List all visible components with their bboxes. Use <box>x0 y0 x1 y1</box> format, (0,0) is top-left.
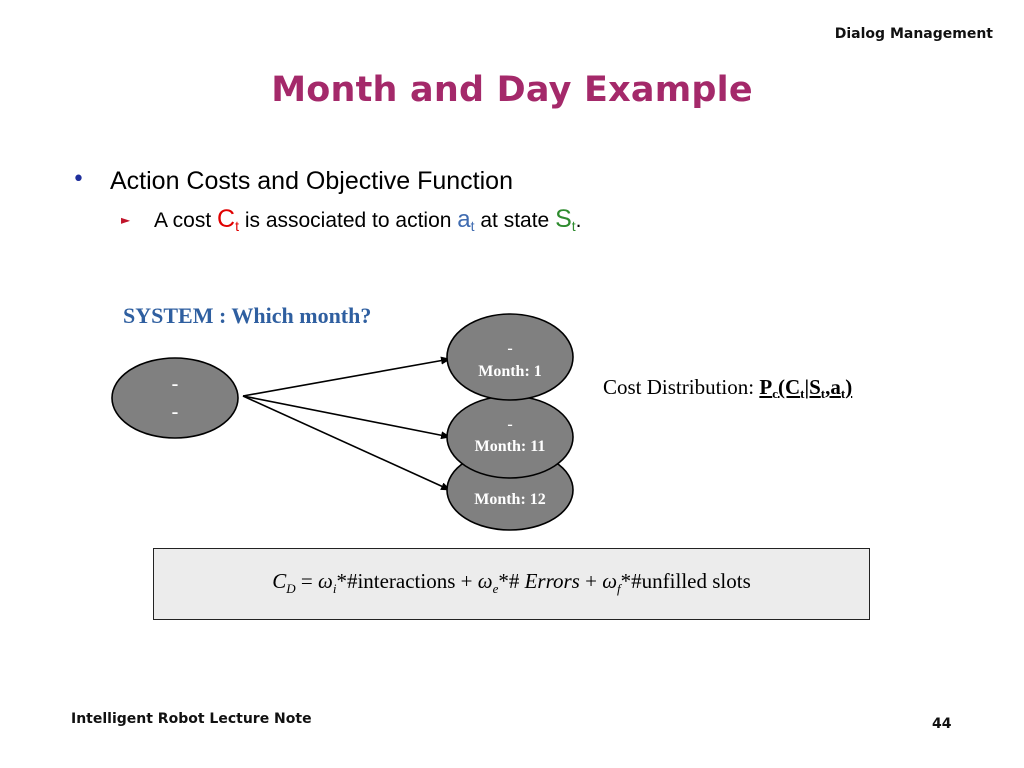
sub-middle: is associated to action <box>238 209 458 232</box>
node-month-11-line2: Month: 11 <box>475 438 546 455</box>
slide-title: Month and Day Example <box>271 70 753 110</box>
node-month-12-line2: Month: 12 <box>474 491 546 508</box>
state-node-month-11 <box>446 395 574 479</box>
node-month-1-line1: - <box>507 340 512 357</box>
sub-bullet-arrow-icon: ► <box>121 213 131 227</box>
bullet-main: Action Costs and Objective Function <box>110 167 513 195</box>
sub-prefix: A cost <box>154 209 218 232</box>
state-symbol: St <box>555 205 576 234</box>
bullet-dot-icon: • <box>72 167 85 192</box>
arrow-to-month-11 <box>242 395 451 440</box>
state-node-month-1 <box>446 313 574 401</box>
bullet-sub: A cost Ct is associated to action at at … <box>154 205 582 234</box>
arrow-to-month-12 <box>242 395 451 491</box>
state-node-source <box>111 357 239 439</box>
action-symbol: at <box>457 206 475 234</box>
page-number: 44 <box>932 716 952 732</box>
arrow-to-month-1 <box>242 356 451 397</box>
cost-distribution-expression: Pc(Ct|St,at) <box>759 375 853 401</box>
node-month-1-line2: Month: 1 <box>478 363 542 380</box>
system-prompt: SYSTEM : Which month? <box>123 303 372 328</box>
objective-formula: CD = ωi*#interactions + ωe*# Errors + ωf… <box>272 569 751 596</box>
section-label: Dialog Management <box>834 26 993 42</box>
formula-box <box>153 548 870 620</box>
node-source-line1: - <box>172 373 179 395</box>
node-source-line2: - <box>172 401 179 423</box>
cost-distribution: Cost Distribution: Pc(Ct|St,at) <box>603 375 852 402</box>
sub-state-text: at state <box>474 209 556 232</box>
sub-suffix: . <box>575 209 582 232</box>
footer-course-title: Intelligent Robot Lecture Note <box>71 711 312 727</box>
dialog-state-diagram: Month: 12 - Month: 11 - Month: 1 - - <box>111 313 574 531</box>
cost-distribution-label: Cost Distribution: <box>603 375 760 399</box>
node-month-11-line1: - <box>507 416 512 433</box>
cost-symbol: Ct <box>217 205 239 234</box>
